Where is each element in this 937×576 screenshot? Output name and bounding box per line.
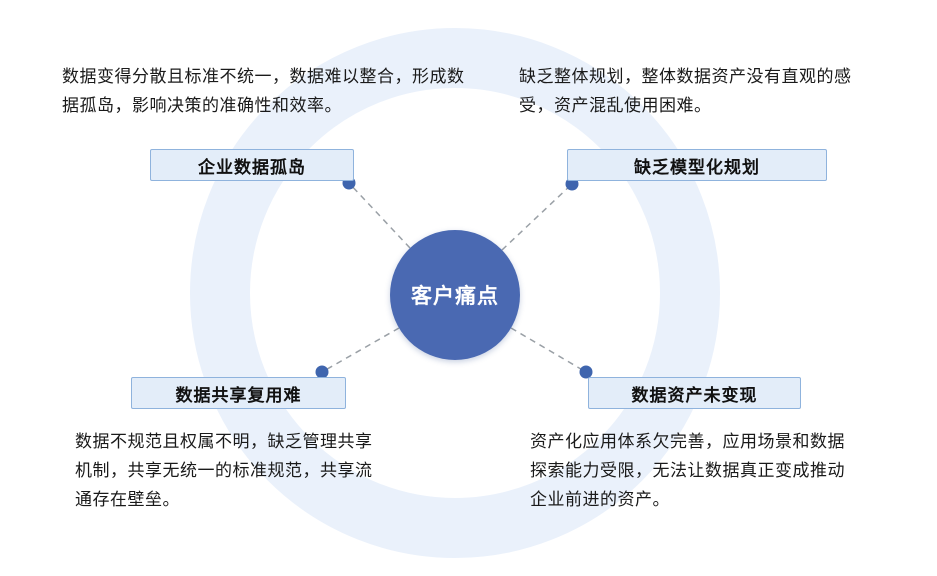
- title-box-bottom-right: 数据资产未变现: [588, 377, 801, 409]
- title-top-left: 企业数据孤岛: [198, 157, 306, 178]
- center-circle: 客户痛点: [390, 230, 520, 360]
- description-bottom-left: 数据不规范且权属不明，缺乏管理共享机制，共享无统一的标准规范，共享流通存在壁垒。: [75, 432, 373, 510]
- title-bottom-left: 数据共享复用难: [175, 385, 302, 406]
- description-top-right: 缺乏整体规划，整体数据资产没有直观的感受，资产混乱使用困难。: [519, 67, 852, 116]
- center-label: 客户痛点: [411, 284, 499, 308]
- title-box-top-right: 缺乏模型化规划: [567, 149, 827, 181]
- title-bottom-right: 数据资产未变现: [631, 385, 758, 406]
- title-box-bottom-left: 数据共享复用难: [131, 377, 346, 409]
- description-bottom-right: 资产化应用体系欠完善，应用场景和数据探索能力受限，无法让数据真正变成推动企业前进…: [530, 432, 845, 510]
- title-box-top-left: 企业数据孤岛: [150, 149, 354, 181]
- title-top-right: 缺乏模型化规划: [634, 157, 760, 178]
- description-top-left: 数据变得分散且标准不统一，数据难以整合，形成数据孤岛，影响决策的准确性和效率。: [62, 67, 465, 116]
